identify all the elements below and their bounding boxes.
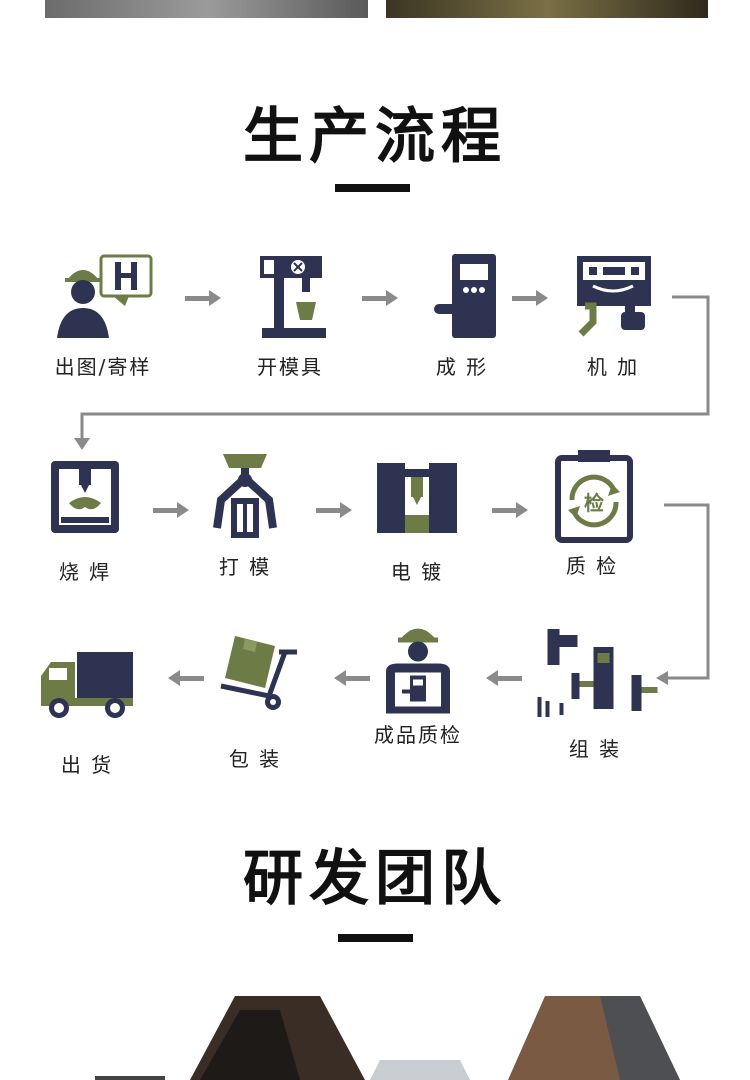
arrow-right-icon: [153, 502, 189, 518]
check-badge-text: 检: [584, 491, 604, 515]
top-photo-left: [45, 0, 368, 18]
designer-monitor-icon: [57, 254, 153, 338]
delivery-truck-icon: [41, 652, 133, 718]
row1-to-row2-connector: [80, 295, 710, 440]
step-shipping: 出 货: [22, 640, 152, 778]
step-mold-making: 开模具: [225, 250, 355, 380]
row3-entry-arrowhead: [656, 671, 668, 685]
step-label: 出 货: [60, 753, 114, 777]
lock-assembly-icon: [537, 629, 657, 717]
quality-check-icon: 检: [555, 450, 633, 543]
step-final-inspection: 成品质检: [353, 615, 483, 748]
step-label: 质 检: [565, 554, 619, 578]
step-label: 成品质检: [374, 723, 462, 747]
step-electroplating: 电 镀: [352, 455, 482, 585]
process-title-underline: [335, 184, 410, 192]
step-die-striking: 打 模: [180, 450, 310, 580]
step-label: 出图/寄样: [54, 355, 152, 379]
step-label: 包 装: [228, 747, 282, 771]
team-photo-edge: [95, 1076, 165, 1080]
arrow-left-icon: [486, 670, 522, 686]
process-title: 生产流程: [243, 102, 507, 172]
step-label: 组 装: [568, 737, 622, 761]
step-label: 打 模: [218, 555, 272, 579]
arrow-right-icon: [316, 502, 352, 518]
arrow-left-icon: [168, 670, 204, 686]
electroplating-icon: [377, 463, 457, 533]
row2-to-row3-connector: [664, 503, 710, 680]
cnc-machining-icon: [577, 256, 651, 337]
step-label: 成 形: [435, 355, 489, 379]
robot-arm-icon: [213, 454, 277, 538]
arrow-right-icon: [512, 290, 548, 306]
mold-press-icon: [260, 256, 326, 338]
welding-machine-icon: [51, 461, 119, 533]
step-assembly: 组 装: [530, 625, 660, 762]
team-photos: [95, 996, 680, 1080]
step-machining: 机 加: [548, 250, 678, 380]
arrow-left-icon: [334, 670, 370, 686]
top-photo-right: [386, 0, 708, 18]
step-label: 机 加: [586, 355, 640, 379]
lock-forming-icon: [434, 254, 496, 338]
row2-entry-arrowhead: [74, 438, 90, 450]
step-design-sample: 出图/寄样: [38, 250, 168, 380]
arrow-right-icon: [185, 290, 221, 306]
step-label: 烧 焊: [58, 560, 112, 584]
step-welding: 烧 焊: [20, 455, 150, 585]
team-title: 研发团队: [243, 844, 507, 914]
arrow-right-icon: [492, 502, 528, 518]
step-quality-check: 检 质 检: [527, 445, 657, 579]
final-inspection-icon: [386, 628, 450, 714]
team-photo-workspace: [370, 1060, 470, 1080]
hand-truck-box-icon: [220, 636, 297, 710]
team-title-underline: [338, 934, 413, 942]
step-packing: 包 装: [190, 630, 320, 772]
arrow-right-icon: [362, 290, 398, 306]
step-label: 电 镀: [390, 560, 444, 584]
step-forming: 成 形: [397, 250, 527, 380]
step-label: 开模具: [257, 355, 323, 379]
